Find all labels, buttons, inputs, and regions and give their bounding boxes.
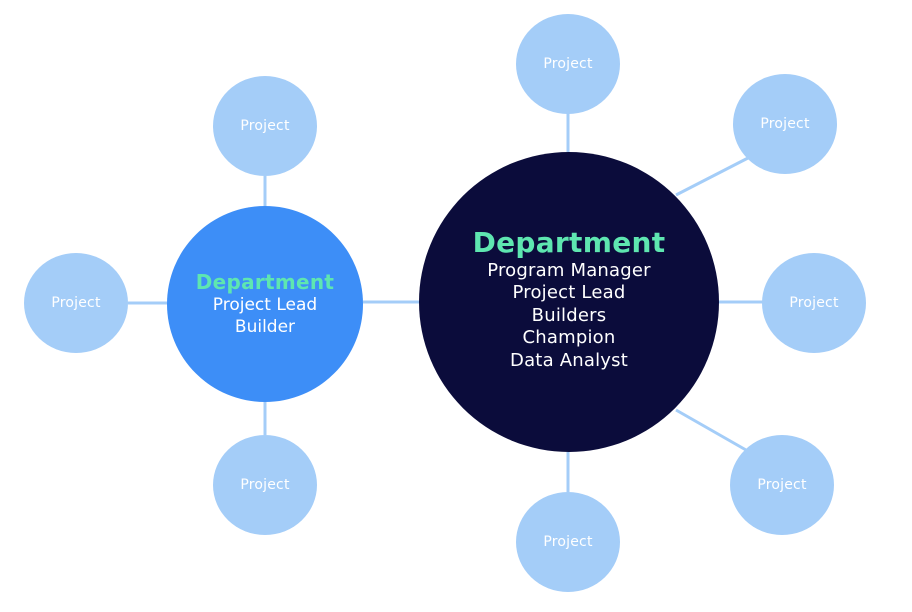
small-department-title: Department — [195, 270, 335, 294]
role-label: Data Analyst — [510, 349, 628, 371]
project-label: Project — [543, 56, 593, 72]
large-department-title: Department — [472, 225, 666, 259]
large-department-node: Department Program Manager Project Lead … — [419, 152, 719, 452]
project-node-large-right: Project — [762, 253, 866, 353]
role-label: Program Manager — [487, 259, 651, 281]
project-node-large-bottom: Project — [516, 492, 620, 592]
role-label: Builders — [531, 304, 607, 326]
project-node-small-left: Project — [24, 253, 128, 353]
connector-large-bottom-right — [675, 408, 747, 452]
connector-large-top-right — [675, 156, 749, 197]
large-department-roles: Program Manager Project Lead Builders Ch… — [487, 260, 651, 373]
small-department-roles: Project Lead Builder — [213, 294, 317, 338]
project-label: Project — [240, 118, 290, 134]
project-label: Project — [51, 295, 101, 311]
role-label: Builder — [234, 317, 296, 337]
project-node-large-top: Project — [516, 14, 620, 114]
role-label: Project Lead — [212, 295, 318, 315]
project-label: Project — [757, 477, 807, 493]
project-label: Project — [789, 295, 839, 311]
project-node-large-bottom-right: Project — [730, 435, 834, 535]
project-label: Project — [543, 534, 593, 550]
role-label: Champion — [522, 327, 616, 349]
project-node-large-top-right: Project — [733, 74, 837, 174]
role-label: Project Lead — [512, 282, 626, 304]
project-node-small-bottom: Project — [213, 435, 317, 535]
project-node-small-top: Project — [213, 76, 317, 176]
project-label: Project — [760, 116, 810, 132]
project-label: Project — [240, 477, 290, 493]
small-department-node: Department Project Lead Builder — [167, 206, 363, 402]
